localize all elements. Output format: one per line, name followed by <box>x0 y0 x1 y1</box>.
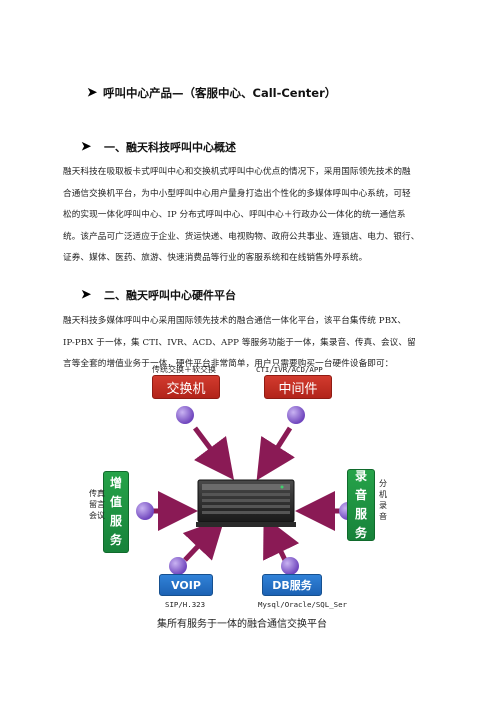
value-added-caption: 传真留言会议 <box>89 489 105 520</box>
section2-line: IP-PBX 于一体，集 CTI、IVR、ACD、APP 等服务功能于一体，集录… <box>63 337 416 348</box>
diagram-footer: 集所有服务于一体的融合通信交换平台 <box>157 619 327 630</box>
section2-line: 言等全套的增值业务于一体，硬件平台非常简单，用户只需要购买一台硬件设备即可： <box>63 359 394 369</box>
arrow-from-voip <box>182 517 225 562</box>
connector-ball-icon <box>176 406 194 424</box>
section1-bullet-icon: ➤ <box>81 139 92 153</box>
db-caption: Mysql/Oracle/SQL_Ser <box>258 600 347 609</box>
recording-service-label: 录音服务 <box>355 469 368 540</box>
section1-paragraph: 融天科技在吸取板卡式呼叫中心和交换机式呼叫中心优点的情况下，采用国际领先技术的融… <box>63 162 419 270</box>
title-bullet-icon: ➤ <box>87 85 98 99</box>
voip-caption: SIP/H.323 <box>165 600 206 609</box>
arrow-from-middleware <box>256 426 295 481</box>
middleware-caption: CTI/IVR/ACD/APP <box>256 365 323 374</box>
switch-box: 交换机 <box>152 375 220 399</box>
switch-caption: 传统交换＋软交换 <box>152 365 216 374</box>
value-added-service-label: 增值服务 <box>110 476 123 547</box>
connector-ball-icon <box>169 557 187 575</box>
connector-ball-icon <box>281 557 299 575</box>
section1-line: 松的实现一体化呼叫中心、IP 分布式呼叫中心、呼叫中心＋行政办公一体化的统一通信… <box>63 210 406 220</box>
arrow-from-switch <box>193 426 234 480</box>
server-device-icon <box>196 479 296 527</box>
value-added-service-box: 增值服务 <box>103 471 129 553</box>
section1-line: 合通信交换机平台，为中小型呼叫中心用户量身打造出个性化的多媒体呼叫中心系统，可轻 <box>63 188 411 199</box>
section2-bullet-icon: ➤ <box>81 287 92 301</box>
db-service-box: DB服务 <box>262 574 322 596</box>
section2-line: 融天科技多媒体呼叫中心采用国际领先技术的融合通信一体化平台，该平台集传统 PBX… <box>63 316 407 326</box>
section1-line: 融天科技在吸取板卡式呼叫中心和交换机式呼叫中心优点的情况下，采用国际领先技术的融 <box>63 167 411 177</box>
voip-box: VOIP <box>159 574 213 596</box>
section2-heading: 二、融天呼叫中心硬件平台 <box>104 289 236 302</box>
middleware-box: 中间件 <box>264 375 332 399</box>
recording-service-box: 录音服务 <box>347 469 375 541</box>
recording-caption: 分机录音 <box>379 479 387 521</box>
section1-line: 统。该产品可广泛适应于企业、货运快递、电视购物、政府公共事业、连锁店、电力、银行… <box>63 231 420 242</box>
section1-line: 证券、媒体、医药、旅游、快速消费品等行业的客服系统和在线销售外呼系统。 <box>63 253 368 263</box>
section2-paragraph: 融天科技多媒体呼叫中心采用国际领先技术的融合通信一体化平台，该平台集传统 PBX… <box>63 311 416 376</box>
connector-ball-icon <box>136 502 154 520</box>
page-title: 呼叫中心产品—（客服中心、Call-Center） <box>103 86 337 100</box>
section1-heading: 一、融天科技呼叫中心概述 <box>104 141 236 154</box>
arrow-from-db <box>263 516 300 562</box>
connector-ball-icon <box>287 406 305 424</box>
